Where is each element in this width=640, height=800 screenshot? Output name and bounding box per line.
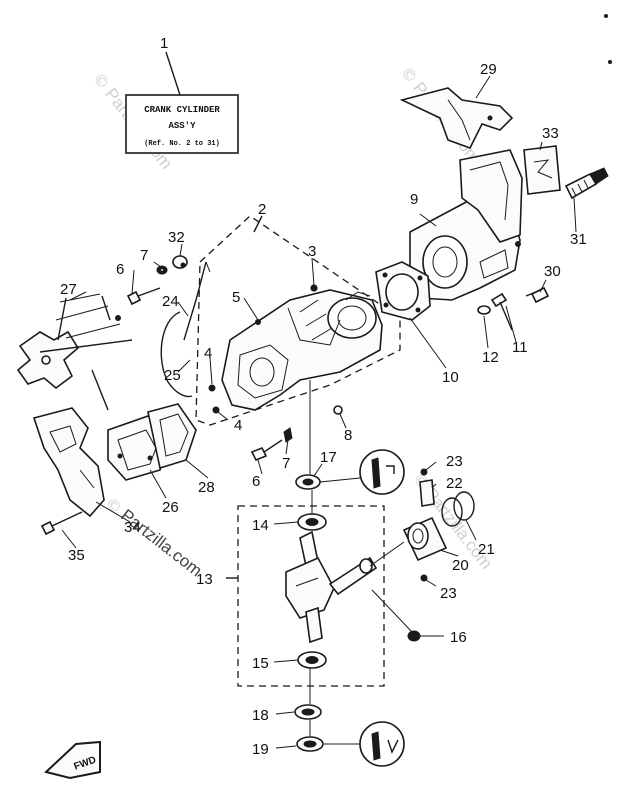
washer-12 bbox=[477, 305, 491, 315]
callout-5: 5 bbox=[232, 289, 240, 306]
bolt-30 bbox=[525, 286, 550, 304]
callout-4-upper: 4 bbox=[204, 345, 212, 362]
washer-7-lower bbox=[283, 427, 293, 443]
intake-manifold bbox=[32, 407, 105, 518]
circlip-23-lower bbox=[420, 574, 428, 582]
intake-gasket-28 bbox=[147, 403, 197, 470]
callout-13: 13 bbox=[196, 571, 213, 588]
leader-lines bbox=[61, 75, 577, 749]
callout-24: 24 bbox=[162, 293, 179, 310]
watermark-mid-left: © Partzilla.com bbox=[102, 493, 206, 580]
oil-seal-17 bbox=[295, 474, 321, 490]
cylinder-assembly-outline bbox=[195, 215, 401, 426]
title-box: CRANK CYLINDER ASS'Y (Ref. No. 2 to 31) bbox=[125, 94, 239, 154]
callout-26: 26 bbox=[162, 499, 179, 516]
title-line-2: ASS'Y bbox=[168, 121, 196, 131]
callout-6-lower: 6 bbox=[252, 473, 260, 490]
dowel-4-upper bbox=[208, 384, 216, 392]
seal-strip-25 bbox=[183, 261, 207, 341]
bolt-35 bbox=[40, 511, 83, 536]
callout-32: 32 bbox=[168, 229, 185, 246]
callout-labels: 1 2 3 4 4 5 6 6 7 7 8 9 10 11 12 13 14 1… bbox=[60, 35, 587, 758]
callout-21: 21 bbox=[478, 541, 495, 558]
callout-33: 33 bbox=[542, 125, 559, 142]
crankcase-block bbox=[221, 284, 383, 411]
bolt-16 bbox=[407, 630, 421, 642]
callout-19: 19 bbox=[252, 741, 269, 758]
title-line-3: (Ref. No. 2 to 31) bbox=[144, 140, 220, 148]
callout-34: 34 bbox=[124, 519, 141, 536]
gasket-33 bbox=[523, 145, 561, 195]
callout-7-lower: 7 bbox=[282, 455, 290, 472]
bolt-11 bbox=[490, 292, 513, 331]
dowel-4-lower bbox=[212, 406, 220, 414]
fwd-arrow-icon: FWD bbox=[43, 740, 101, 780]
crankshaft bbox=[285, 530, 378, 644]
callout-25: 25 bbox=[164, 367, 181, 384]
callout-35: 35 bbox=[68, 547, 85, 564]
bearing-15 bbox=[297, 651, 327, 669]
callout-6-upper: 6 bbox=[116, 261, 124, 278]
oil-seal-19 bbox=[296, 736, 324, 752]
callout-11: 11 bbox=[512, 339, 528, 356]
plug-8 bbox=[333, 405, 343, 415]
callout-16: 16 bbox=[450, 629, 467, 646]
bearing-14 bbox=[297, 513, 327, 531]
callout-2: 2 bbox=[258, 201, 266, 218]
reed-leaves bbox=[55, 293, 121, 339]
callout-17: 17 bbox=[320, 449, 337, 466]
callout-30: 30 bbox=[544, 263, 561, 280]
detail-circle-upper bbox=[319, 449, 405, 495]
callout-23-upper: 23 bbox=[446, 453, 463, 470]
reed-plate-27 bbox=[16, 330, 80, 390]
callout-10: 10 bbox=[442, 369, 459, 386]
seal-ring-24 bbox=[160, 311, 193, 398]
callout-3: 3 bbox=[308, 243, 316, 260]
title-line-1: CRANK CYLINDER bbox=[144, 105, 220, 115]
piston-rings bbox=[441, 491, 475, 527]
cylinder-head bbox=[409, 149, 523, 301]
callout-8: 8 bbox=[344, 427, 352, 444]
cover-plate bbox=[399, 87, 514, 149]
bolt-6-lower bbox=[250, 439, 283, 462]
plug-32 bbox=[172, 255, 188, 269]
detail-circle-lower bbox=[324, 721, 405, 767]
pin-5 bbox=[255, 319, 261, 325]
piston bbox=[402, 516, 448, 562]
callout-1: 1 bbox=[160, 35, 168, 52]
crankshaft-assembly-box bbox=[237, 505, 385, 687]
callout-9: 9 bbox=[410, 191, 418, 208]
callout-18: 18 bbox=[252, 707, 269, 724]
corner-mark bbox=[608, 60, 612, 64]
watermark-text: Partzilla.com bbox=[117, 505, 205, 580]
corner-mark bbox=[604, 14, 608, 18]
callout-20: 20 bbox=[452, 557, 469, 574]
spark-plug bbox=[564, 167, 609, 200]
callout-4-lower: 4 bbox=[234, 417, 242, 434]
callout-15: 15 bbox=[252, 655, 269, 672]
callout-31: 31 bbox=[570, 231, 587, 248]
piston-pin bbox=[419, 479, 435, 507]
callout-22: 22 bbox=[446, 475, 463, 492]
callout-27: 27 bbox=[60, 281, 77, 298]
callout-29: 29 bbox=[480, 61, 497, 78]
callout-14: 14 bbox=[252, 517, 269, 534]
circlip-23-upper bbox=[420, 468, 428, 476]
head-gasket bbox=[375, 261, 431, 321]
washer-7-upper bbox=[156, 265, 168, 275]
callout-7-upper: 7 bbox=[140, 247, 148, 264]
oil-seal-18 bbox=[294, 704, 322, 720]
bolt-6-upper bbox=[126, 287, 161, 306]
callout-12: 12 bbox=[482, 349, 499, 366]
callout-23-lower: 23 bbox=[440, 585, 457, 602]
callout-28: 28 bbox=[198, 479, 215, 496]
